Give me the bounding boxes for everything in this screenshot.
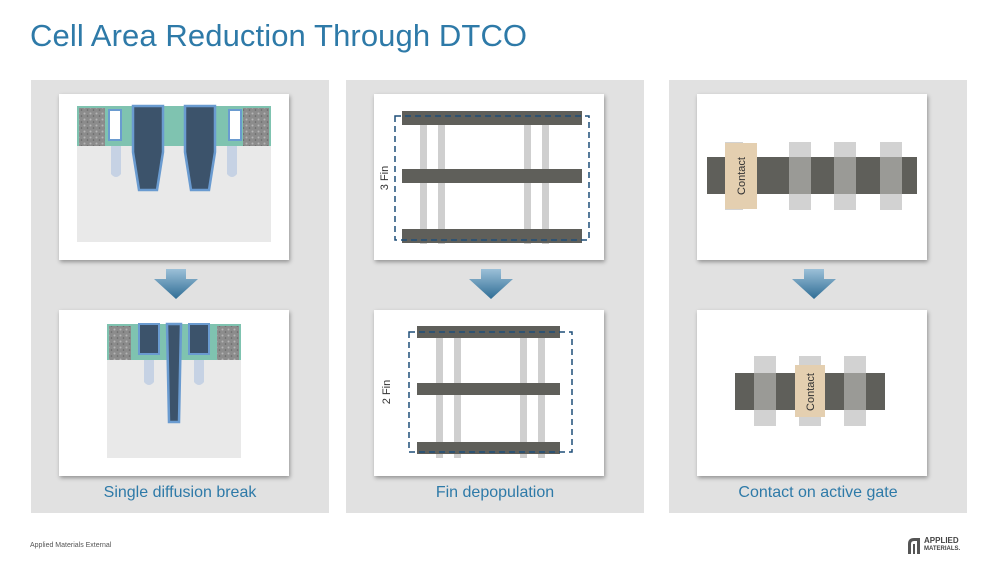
logo-line1: APPLIED <box>924 536 959 545</box>
sdb-after-card <box>59 310 289 476</box>
applied-materials-logo-icon <box>908 538 920 554</box>
down-arrow-icon <box>792 269 836 299</box>
fin-3-diagram: 3 Fin <box>379 111 590 244</box>
coag-before-diagram: Contact <box>707 142 917 210</box>
caption-single-diffusion-break: Single diffusion break <box>103 484 257 501</box>
logo-text: APPLIED MATERIALS. <box>924 537 960 553</box>
sdb-before-card <box>59 94 289 260</box>
page-title: Cell Area Reduction Through DTCO <box>30 18 528 53</box>
fin-2-card: 2 Fin <box>374 310 604 476</box>
footer-classification: Applied Materials External <box>30 542 112 549</box>
panel-single-diffusion-break: Single diffusion break <box>31 80 329 513</box>
caption-fin-depopulation: Fin depopulation <box>435 484 555 501</box>
down-arrow-icon <box>469 269 513 299</box>
coag-after-card: Contact <box>697 310 927 476</box>
coag-after-diagram: Contact <box>735 356 885 426</box>
down-arrow-icon <box>154 269 198 299</box>
sdb-before-diagram <box>77 104 271 242</box>
contact-label: Contact <box>805 373 817 411</box>
fin-3-label: 3 Fin <box>379 166 391 190</box>
panel-fin-depopulation: 3 Fin 2 Fin Fin depopulation <box>346 80 644 513</box>
contact-label: Contact <box>736 157 748 195</box>
fin-2-diagram: 2 Fin <box>381 326 573 458</box>
fin-3-card: 3 Fin <box>374 94 604 260</box>
panel-contact-on-active-gate: Contact Contact Contact on active gate <box>669 80 967 513</box>
coag-before-card: Contact <box>697 94 927 260</box>
fin-2-label: 2 Fin <box>381 380 393 404</box>
sdb-after-diagram <box>107 322 241 458</box>
logo-line2: MATERIALS. <box>924 546 961 552</box>
caption-contact-on-active-gate: Contact on active gate <box>738 484 898 501</box>
